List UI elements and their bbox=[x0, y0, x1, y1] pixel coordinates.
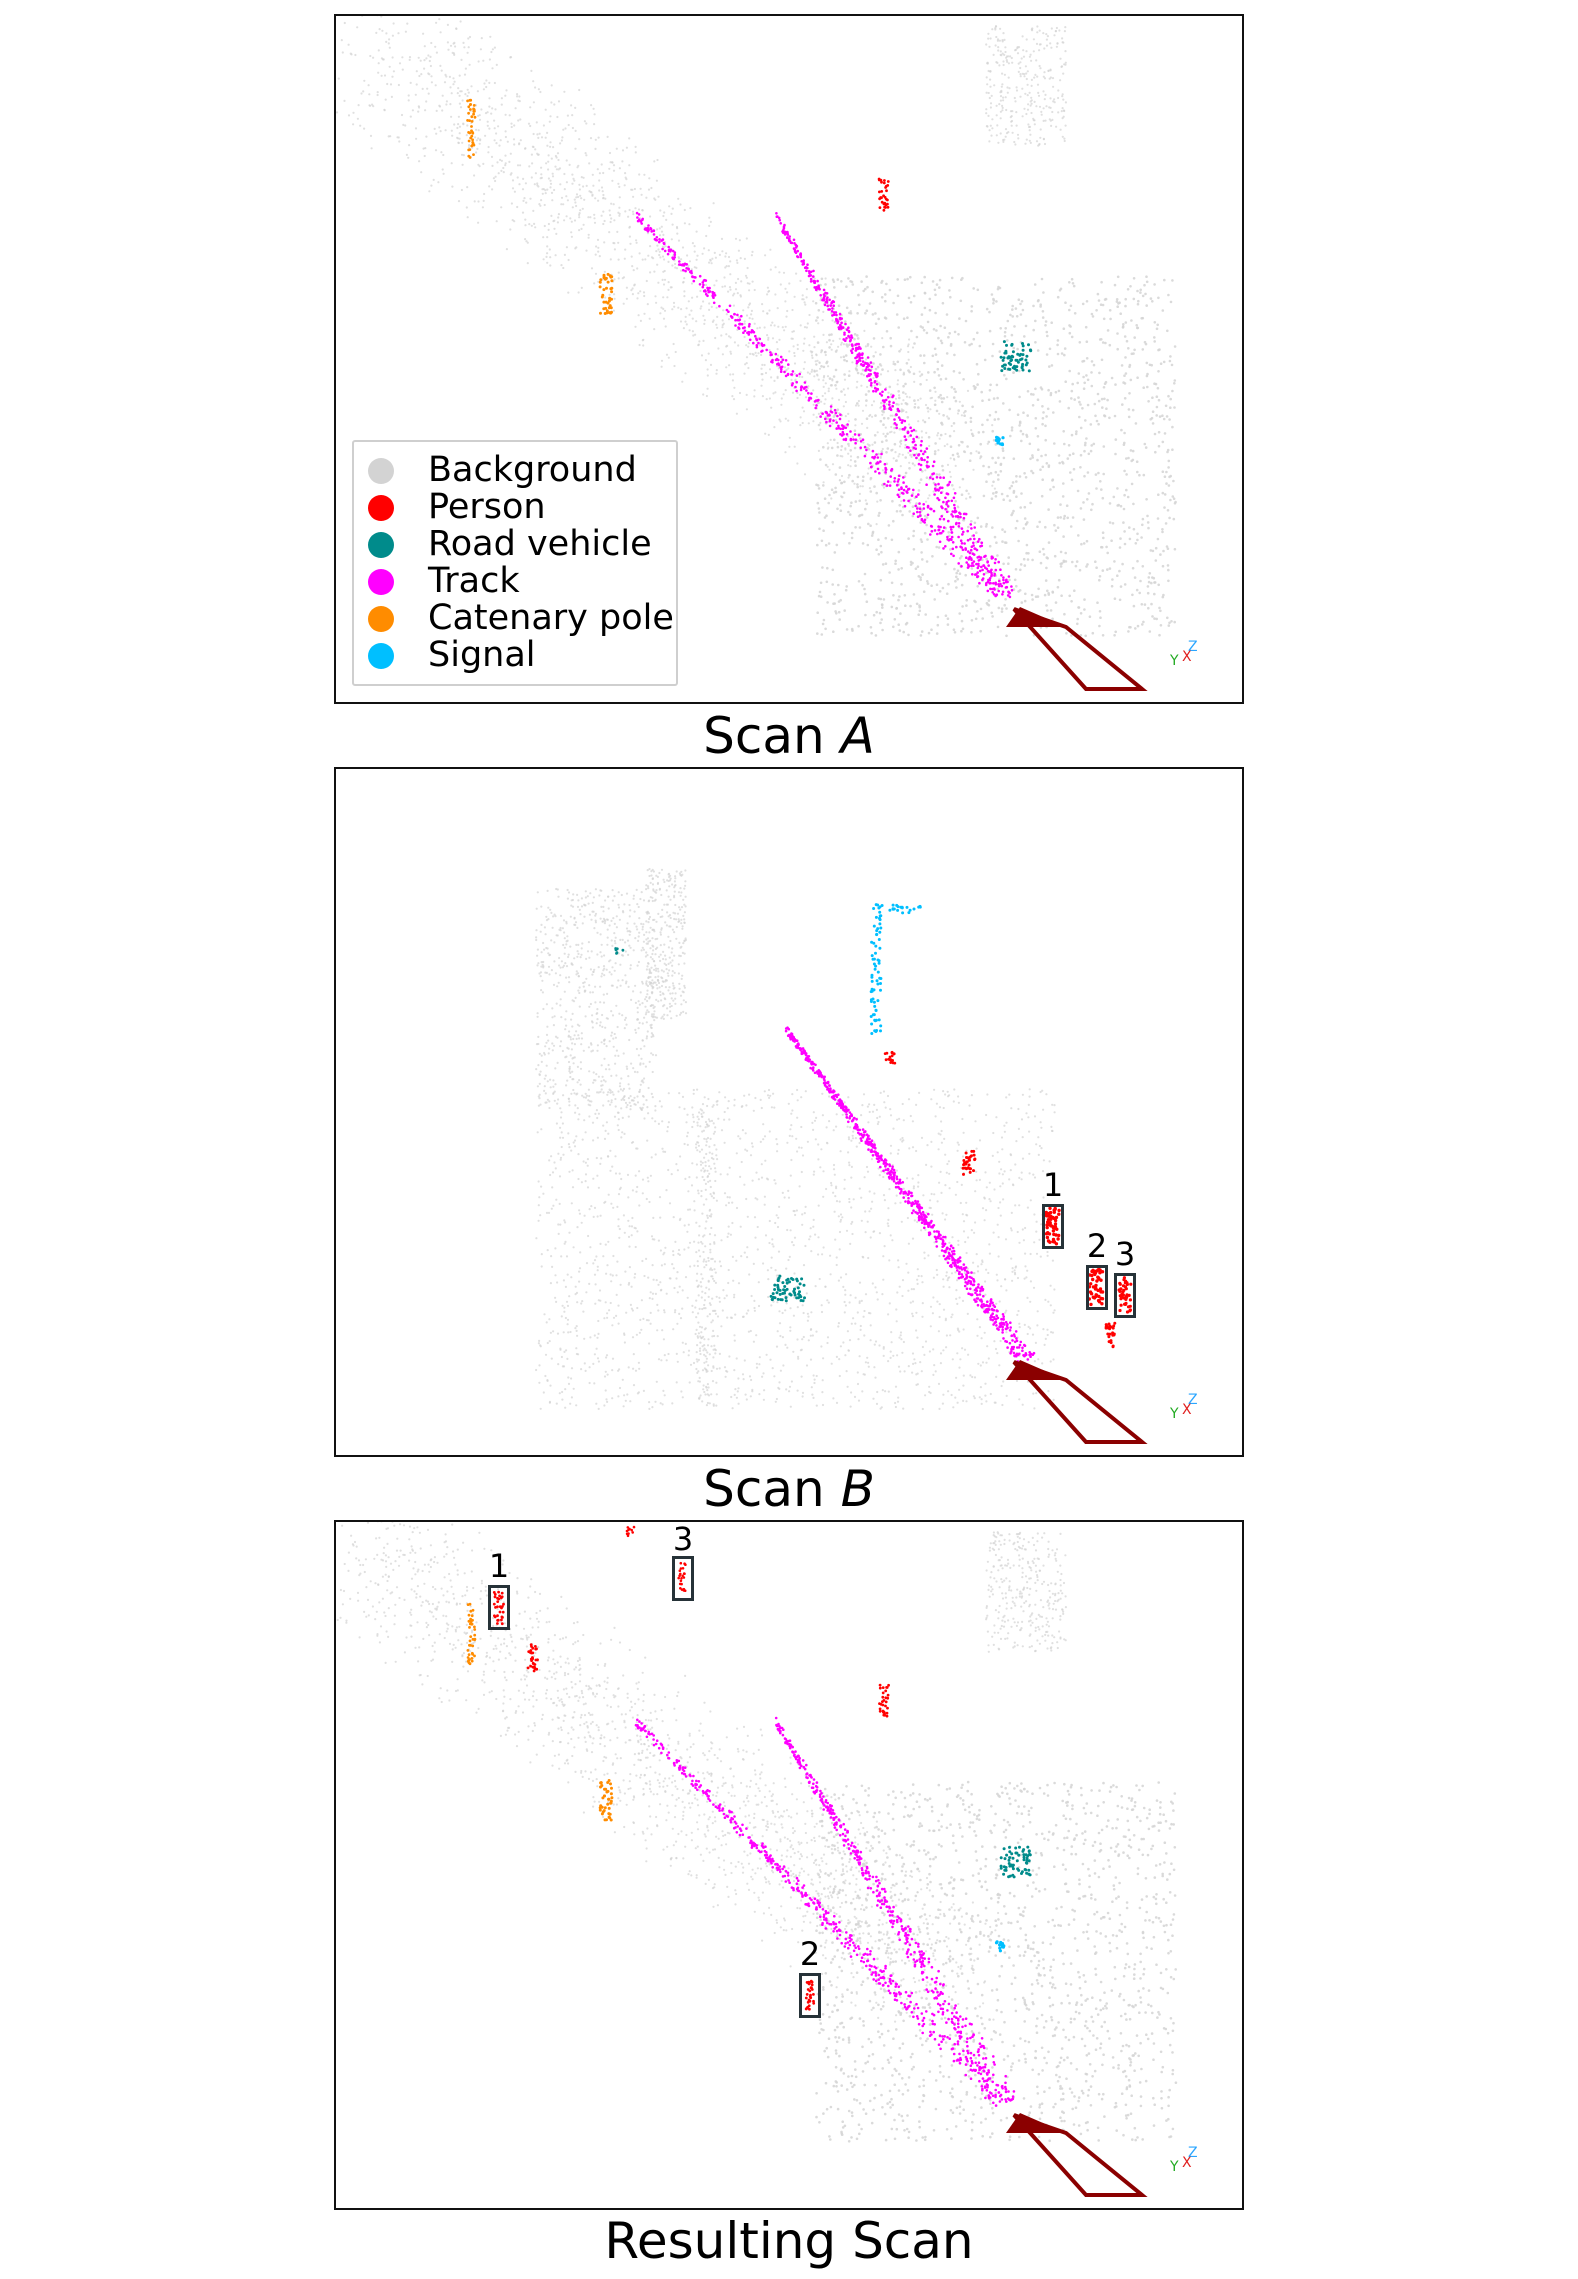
background-points bbox=[336, 1522, 1178, 2143]
legend-label: Road vehicle bbox=[428, 524, 652, 564]
resulting-scan-caption: Resulting Scan bbox=[334, 2211, 1244, 2271]
axis-y-label: Y bbox=[1170, 2159, 1179, 2175]
axis-x-label: X bbox=[1182, 2155, 1192, 2171]
road-vehicle-points bbox=[769, 1274, 806, 1303]
legend-label: Person bbox=[428, 487, 546, 527]
signal-dot-icon bbox=[368, 642, 394, 669]
highlight-box-2 bbox=[1086, 1265, 1108, 1310]
box-label-3: 3 bbox=[1114, 1235, 1136, 1273]
legend-item-signal: Signal bbox=[368, 637, 536, 674]
signal-points bbox=[994, 435, 1005, 447]
legend: Background Person Road vehicle Track Cat… bbox=[352, 440, 678, 686]
scan-a-caption: Scan A bbox=[334, 706, 1244, 766]
axis-y-label: Y bbox=[1170, 1406, 1179, 1422]
track-points bbox=[634, 1716, 1016, 2107]
road-vehicle-points bbox=[999, 1845, 1032, 1879]
person-dot-icon bbox=[368, 494, 394, 521]
caption-italic: B bbox=[840, 1460, 875, 1518]
legend-label: Catenary pole bbox=[428, 598, 674, 638]
signal-points bbox=[614, 903, 922, 1035]
background-points bbox=[336, 16, 1177, 638]
person-points bbox=[883, 1050, 1133, 1349]
legend-item-background: Background bbox=[368, 452, 637, 489]
legend-item-road-vehicle: Road vehicle bbox=[368, 526, 652, 563]
road-vehicle-dot-icon bbox=[368, 531, 394, 558]
person-points bbox=[877, 177, 890, 212]
vehicle-frame-icon bbox=[1006, 607, 1148, 691]
legend-item-catenary-pole: Catenary pole bbox=[368, 600, 674, 637]
highlight-box-3 bbox=[1114, 1273, 1136, 1318]
catenary-pole-points bbox=[466, 1602, 614, 1822]
scan-b-panel: 1 2 3 Z Y X bbox=[334, 767, 1244, 1457]
legend-label: Background bbox=[428, 450, 637, 490]
track-points bbox=[635, 211, 1014, 599]
highlight-box-1 bbox=[1042, 1204, 1064, 1249]
box-label-1: 1 bbox=[488, 1547, 510, 1585]
track-points bbox=[784, 1026, 1036, 1363]
highlight-box-2 bbox=[799, 1973, 821, 2018]
resulting-scan-panel: 1 3 2 Z Y X bbox=[334, 1520, 1244, 2210]
caption-text: Scan bbox=[703, 1460, 841, 1518]
person-points bbox=[878, 1683, 890, 1718]
background-dot-icon bbox=[368, 457, 394, 484]
highlight-box-1 bbox=[488, 1585, 510, 1630]
track-dot-icon bbox=[368, 568, 394, 595]
background-points bbox=[535, 867, 1056, 1411]
legend-label: Track bbox=[428, 561, 520, 601]
axis-x-label: X bbox=[1182, 1402, 1192, 1418]
legend-label: Signal bbox=[428, 635, 536, 675]
box-label-1: 1 bbox=[1042, 1166, 1064, 1204]
caption-text: Scan bbox=[703, 707, 841, 765]
axis-z-label: Z bbox=[1188, 2145, 1198, 2161]
highlight-box-3 bbox=[672, 1556, 694, 1601]
signal-points bbox=[994, 1940, 1006, 1953]
legend-item-track: Track bbox=[368, 563, 520, 600]
box-label-3: 3 bbox=[672, 1520, 694, 1558]
vehicle-frame-icon bbox=[1006, 2113, 1148, 2197]
catenary-pole-dot-icon bbox=[368, 605, 394, 632]
road-vehicle-points bbox=[999, 340, 1033, 373]
caption-italic: A bbox=[840, 707, 875, 765]
box-label-2: 2 bbox=[799, 1935, 821, 1973]
scan-b-caption: Scan B bbox=[334, 1459, 1244, 1519]
scan-b-point-cloud bbox=[535, 867, 1148, 1444]
resulting-scan-point-cloud bbox=[336, 1522, 1178, 2197]
axis-z-label: Z bbox=[1188, 639, 1198, 655]
scan-a-point-cloud bbox=[336, 16, 1177, 691]
catenary-pole-points bbox=[466, 98, 614, 315]
axis-y-label: Y bbox=[1170, 653, 1179, 669]
axis-z-label: Z bbox=[1188, 1392, 1198, 1408]
vehicle-frame-icon bbox=[1006, 1360, 1148, 1444]
box-label-2: 2 bbox=[1086, 1227, 1108, 1265]
axis-x-label: X bbox=[1182, 649, 1192, 665]
merged-person-points bbox=[492, 1525, 816, 2011]
caption-text: Resulting Scan bbox=[604, 2212, 974, 2270]
legend-item-person: Person bbox=[368, 489, 546, 526]
scan-a-panel: Background Person Road vehicle Track Cat… bbox=[334, 14, 1244, 704]
